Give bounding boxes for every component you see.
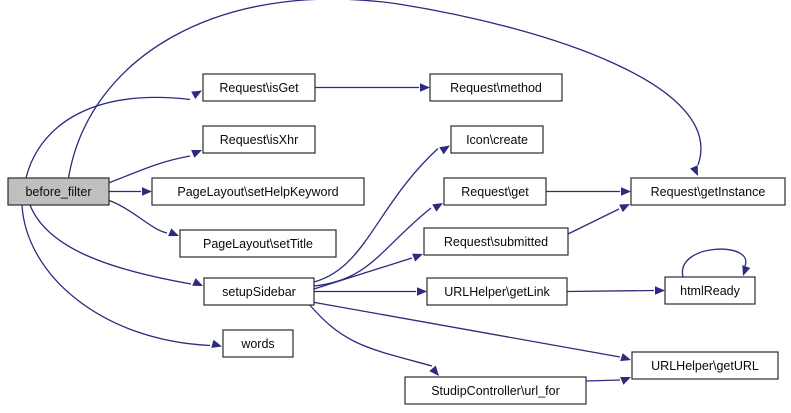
node-label-before_filter: before_filter — [25, 185, 91, 199]
node-request_get[interactable]: Request\get — [443, 177, 547, 206]
node-request_isxhr[interactable]: Request\isXhr — [202, 125, 316, 154]
node-box-before_filter[interactable] — [7, 177, 110, 206]
node-pagelayout_sethelpkeyword[interactable]: PageLayout\setHelpKeyword — [151, 177, 365, 206]
edge-setupsidebar-to-icon_create — [313, 145, 450, 283]
node-box-request_isget[interactable] — [202, 73, 316, 102]
node-label-request_isget: Request\isGet — [219, 81, 299, 95]
node-label-pagelayout_sethelpkeyword: PageLayout\setHelpKeyword — [177, 185, 338, 199]
node-box-setupsidebar[interactable] — [203, 277, 315, 306]
node-box-request_submitted[interactable] — [423, 227, 569, 256]
node-box-pagelayout_settitle[interactable] — [179, 229, 337, 258]
node-box-words[interactable] — [222, 329, 294, 358]
edge-setupsidebar-to-urlhelper_getlink — [314, 287, 427, 296]
node-layer: before_filter Request\isGetRequest\isXhrP… — [7, 73, 786, 405]
node-request_isget[interactable]: Request\isGet — [202, 73, 316, 102]
node-box-icon_create[interactable] — [450, 125, 544, 154]
edge-before_filter-to-request_isxhr — [106, 150, 202, 185]
edge-before_filter-to-setupsidebar — [29, 204, 203, 286]
node-label-words: words — [240, 337, 274, 351]
edge-before_filter-to-pagelayout_settitle — [104, 198, 179, 237]
node-setupsidebar[interactable]: setupSidebar — [203, 277, 315, 306]
node-label-urlhelper_getlink: URLHelper\getLink — [444, 285, 550, 299]
edge-request_get-to-request_getinstance — [546, 187, 631, 196]
edge-layer — [21, 0, 751, 385]
node-label-setupsidebar: setupSidebar — [222, 285, 296, 299]
node-box-urlhelper_getlink[interactable] — [426, 277, 568, 306]
node-urlhelper_geturl[interactable]: URLHelper\getURL — [631, 351, 779, 380]
node-icon_create[interactable]: Icon\create — [450, 125, 544, 154]
node-box-request_isxhr[interactable] — [202, 125, 316, 154]
node-request_getinstance[interactable]: Request\getInstance — [630, 177, 786, 206]
node-urlhelper_getlink[interactable]: URLHelper\getLink — [426, 277, 568, 306]
node-pagelayout_settitle[interactable]: PageLayout\setTitle — [179, 229, 337, 258]
node-box-request_get[interactable] — [443, 177, 547, 206]
node-label-icon_create: Icon\create — [466, 133, 528, 147]
node-htmlready[interactable]: htmlReady — [664, 276, 756, 305]
edge-studipcontroller_url_for-to-urlhelper_geturl — [585, 377, 631, 385]
node-label-htmlready: htmlReady — [680, 284, 740, 298]
node-box-pagelayout_sethelpkeyword[interactable] — [151, 177, 365, 206]
edge-request_submitted-to-request_getinstance — [567, 204, 630, 235]
node-box-htmlready[interactable] — [664, 276, 756, 305]
node-box-request_getinstance[interactable] — [630, 177, 786, 206]
node-label-pagelayout_settitle: PageLayout\setTitle — [203, 237, 313, 251]
node-box-urlhelper_geturl[interactable] — [631, 351, 779, 380]
edge-htmlready-to-htmlready — [682, 248, 751, 278]
node-request_method[interactable]: Request\method — [429, 73, 563, 102]
node-label-urlhelper_geturl: URLHelper\getURL — [651, 359, 759, 373]
node-label-request_getinstance: Request\getInstance — [651, 185, 766, 199]
edge-before_filter-to-request_getinstance — [67, 0, 702, 179]
node-box-request_method[interactable] — [429, 73, 563, 102]
node-studipcontroller_url_for[interactable]: StudipController\url_for — [404, 376, 587, 405]
node-before_filter[interactable]: before_filter — [7, 177, 110, 206]
node-label-request_method: Request\method — [450, 81, 542, 95]
node-label-request_submitted: Request\submitted — [444, 235, 548, 249]
node-request_submitted[interactable]: Request\submitted — [423, 227, 569, 256]
edge-setupsidebar-to-studipcontroller_url_for — [307, 302, 439, 376]
edge-before_filter-to-request_isget — [25, 90, 202, 179]
edge-urlhelper_getlink-to-htmlready — [566, 286, 665, 295]
edge-before_filter-to-words — [21, 204, 222, 348]
edge-setupsidebar-to-request_submitted — [313, 253, 423, 290]
node-words[interactable]: words — [222, 329, 294, 358]
node-label-request_get: Request\get — [461, 185, 529, 199]
edge-before_filter-to-pagelayout_sethelpkeyword — [109, 187, 152, 196]
edge-request_isget-to-request_method — [315, 83, 430, 92]
node-box-studipcontroller_url_for[interactable] — [404, 376, 587, 405]
node-label-request_isxhr: Request\isXhr — [220, 133, 299, 147]
node-label-studipcontroller_url_for: StudipController\url_for — [431, 384, 560, 398]
edge-setupsidebar-to-urlhelper_geturl — [311, 301, 631, 362]
